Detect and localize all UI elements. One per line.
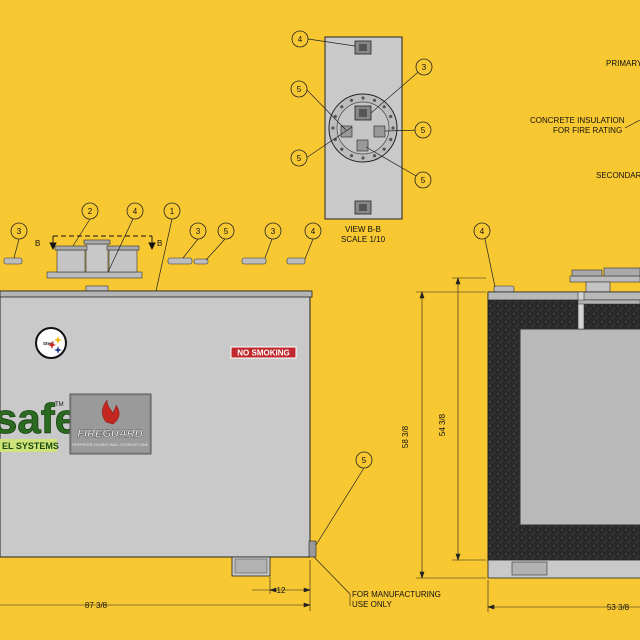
flange-bolt-ring bbox=[331, 96, 395, 160]
svg-text:4: 4 bbox=[133, 207, 138, 216]
section-dimensions bbox=[416, 277, 640, 612]
section-top-lip bbox=[487, 291, 640, 301]
front-top-fittings bbox=[3, 257, 306, 265]
view-bb-balloons bbox=[305, 38, 425, 181]
dim-width: 53 3/8 bbox=[607, 603, 630, 612]
svg-text:4: 4 bbox=[311, 227, 316, 236]
balloon: 5 bbox=[355, 451, 373, 469]
balloon: 5 bbox=[414, 121, 432, 139]
svg-text:2: 2 bbox=[88, 207, 93, 216]
balloon: 3 bbox=[264, 222, 282, 240]
flange-bolt bbox=[372, 98, 377, 102]
section-pipe bbox=[577, 291, 585, 330]
flange-bolt bbox=[349, 154, 354, 158]
balloon: 3 bbox=[415, 58, 433, 76]
balloon: 1 bbox=[163, 202, 181, 220]
svg-text:5: 5 bbox=[224, 227, 229, 236]
flange-bolt bbox=[333, 114, 337, 119]
note-line-2: USE ONLY bbox=[352, 600, 393, 609]
brand-sub: EL SYSTEMS bbox=[2, 441, 59, 451]
svg-text:4: 4 bbox=[480, 227, 485, 236]
svg-text:5: 5 bbox=[421, 176, 426, 185]
dim-height-inner: 54 3/8 bbox=[438, 413, 447, 436]
callout-secondary: SECONDARY bbox=[596, 171, 640, 180]
section-view bbox=[487, 267, 640, 579]
section-base bbox=[487, 559, 640, 579]
balloon: 5 bbox=[290, 80, 308, 98]
balloon: 4 bbox=[473, 222, 491, 240]
balloon: 5 bbox=[217, 222, 235, 240]
section-label-left: B bbox=[35, 239, 40, 248]
svg-text:5: 5 bbox=[297, 85, 302, 94]
front-leaders bbox=[13, 218, 365, 595]
callout-primary: PRIMARY bbox=[606, 59, 640, 68]
front-manway bbox=[46, 239, 143, 293]
dim-height-total: 58 3/8 bbox=[401, 425, 410, 448]
front-top-lip bbox=[0, 290, 313, 298]
svg-text:3: 3 bbox=[17, 227, 22, 236]
balloon: 3 bbox=[189, 222, 207, 240]
balloon: 2 bbox=[81, 202, 99, 220]
callout-concrete-1: CONCRETE INSULATION bbox=[530, 116, 625, 125]
bottom-fitting bbox=[354, 200, 372, 215]
svg-text:Steel: Steel bbox=[43, 341, 54, 346]
flange-bolt bbox=[382, 147, 386, 151]
svg-text:3: 3 bbox=[196, 227, 201, 236]
top-fitting bbox=[354, 40, 372, 55]
section-inner-tank bbox=[519, 328, 640, 526]
dim-offset: 12 bbox=[277, 586, 286, 595]
no-smoking-sign bbox=[230, 346, 297, 359]
view-bb-scale: SCALE 1/10 bbox=[341, 235, 386, 244]
svg-text:5: 5 bbox=[297, 154, 302, 163]
flange-bolt bbox=[340, 147, 344, 151]
svg-text:3: 3 bbox=[422, 63, 427, 72]
flange-bolt bbox=[349, 98, 354, 102]
flange-bolt bbox=[331, 126, 335, 130]
view-bb: VIEW B-B SCALE 1/10 bbox=[324, 36, 403, 244]
no-smoking-text: NO SMOKING bbox=[237, 349, 289, 358]
flange-bolt bbox=[372, 154, 377, 158]
fireguard-tagline: FIREPROOF DOUBLE WALL STORAGE TANK bbox=[72, 443, 149, 447]
flange-bolt bbox=[391, 126, 395, 130]
flange-bolt bbox=[382, 105, 386, 109]
front-dimensions bbox=[0, 560, 311, 611]
brand-tm: TM bbox=[55, 402, 64, 408]
section-label-right: B bbox=[157, 239, 162, 248]
flame-icon bbox=[102, 399, 120, 425]
section-marker-bb bbox=[49, 235, 156, 251]
section-top-fittings bbox=[493, 267, 640, 293]
svg-text:5: 5 bbox=[421, 126, 426, 135]
svg-text:3: 3 bbox=[271, 227, 276, 236]
callout-concrete-2: FOR FIRE RATING bbox=[553, 126, 622, 135]
flange-bolt bbox=[361, 156, 365, 160]
side-callouts: PRIMARY CONCRETE INSULATION FOR FIRE RAT… bbox=[530, 59, 640, 180]
balloon: 3 bbox=[10, 222, 28, 240]
svg-text:1: 1 bbox=[170, 207, 175, 216]
flange-bolt bbox=[389, 114, 393, 119]
manway-flange bbox=[328, 93, 398, 163]
view-bb-title: VIEW B-B bbox=[345, 225, 381, 234]
balloon: 5 bbox=[290, 149, 308, 167]
svg-text:4: 4 bbox=[298, 35, 303, 44]
steel-badge-icon: Steel bbox=[35, 327, 67, 359]
section-skid bbox=[511, 561, 548, 576]
flange-bolt bbox=[340, 105, 344, 109]
brand-word: safe bbox=[0, 395, 78, 442]
fireguard-logo: FIREGUARD bbox=[77, 428, 142, 440]
balloon: 4 bbox=[304, 222, 322, 240]
svg-text:5: 5 bbox=[362, 456, 367, 465]
note-line-1: FOR MANUFACTURING bbox=[352, 590, 441, 599]
balloon: 5 bbox=[414, 171, 432, 189]
front-view: NO SMOKING safe TM EL SYSTEMS Steel FIRE… bbox=[0, 239, 317, 577]
dim-length: 87 3/8 bbox=[85, 601, 108, 610]
fireguard-plate: FIREGUARD FIREPROOF DOUBLE WALL STORAGE … bbox=[69, 393, 152, 455]
balloon: 4 bbox=[126, 202, 144, 220]
flange-bolt bbox=[361, 96, 365, 100]
flange-bolt bbox=[389, 137, 393, 142]
front-corner-fitting bbox=[308, 540, 317, 558]
brand-logo: safe TM EL SYSTEMS Steel bbox=[0, 327, 78, 452]
balloon: 4 bbox=[291, 30, 309, 48]
